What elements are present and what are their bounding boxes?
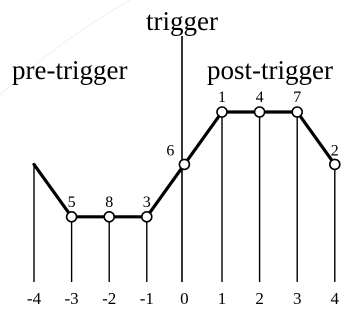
x-tick-label: -1 — [140, 289, 154, 308]
sample-value-label: 3 — [143, 194, 151, 211]
x-tick-label: -2 — [102, 289, 116, 308]
sample-markers — [65, 106, 341, 223]
sample-value-label: 5 — [68, 194, 76, 211]
sample-marker — [103, 211, 115, 223]
watermark-arc — [0, 0, 131, 96]
sample-marker — [178, 158, 191, 171]
sample-value-label: 4 — [256, 89, 264, 106]
sample-labels: 5 8 3 6 1 4 7 2 — [68, 89, 339, 211]
trigger-label: trigger — [146, 6, 218, 36]
x-tick-label: -4 — [27, 289, 42, 308]
sample-value-label: 2 — [331, 142, 339, 159]
sample-marker — [253, 106, 266, 118]
sample-marker — [328, 158, 341, 171]
axis-tick-labels: -4 -3 -2 -1 0 1 2 3 4 — [27, 289, 340, 308]
x-tick-label: 3 — [293, 289, 302, 308]
x-tick-label: -3 — [65, 289, 79, 308]
x-tick-label: 2 — [255, 289, 264, 308]
sample-value-label: 1 — [218, 89, 226, 106]
sample-marker — [216, 106, 228, 118]
sample-marker — [291, 106, 304, 118]
sample-marker — [65, 211, 78, 223]
sample-value-label: 7 — [293, 89, 301, 106]
pre-trigger-label: pre-trigger — [12, 55, 127, 85]
sample-value-label: 8 — [105, 194, 113, 211]
x-tick-label: 1 — [218, 289, 227, 308]
x-tick-label: 0 — [180, 289, 189, 308]
sample-stems — [33, 112, 336, 282]
x-tick-label: 4 — [331, 289, 340, 308]
sample-value-label: 6 — [166, 142, 174, 159]
sample-marker — [141, 211, 153, 223]
post-trigger-label: post-trigger — [207, 55, 333, 85]
